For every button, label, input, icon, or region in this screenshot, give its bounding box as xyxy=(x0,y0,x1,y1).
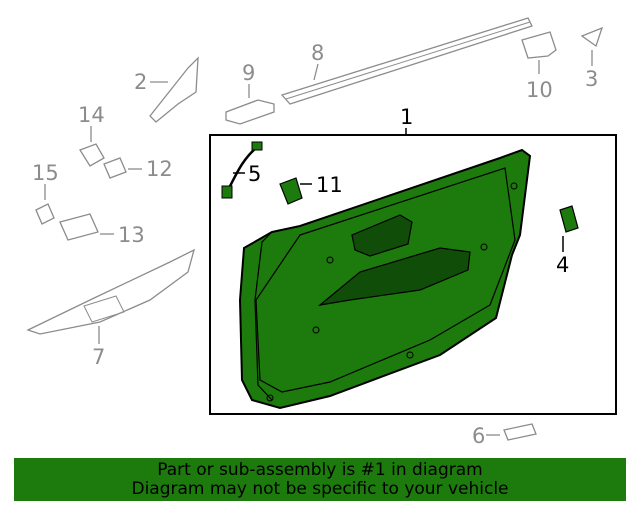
door-trim-panel[interactable] xyxy=(238,148,532,410)
callout-6: 6 xyxy=(472,424,486,448)
callout-1: 1 xyxy=(400,105,414,129)
callout-2: 2 xyxy=(134,70,148,94)
weatherstrip-part-8[interactable] xyxy=(280,17,533,105)
clip-part-6[interactable] xyxy=(503,423,537,441)
callout-15: 15 xyxy=(32,161,59,185)
assembly-frame xyxy=(209,134,617,415)
callout-10: 10 xyxy=(526,78,553,102)
switch-part-14[interactable] xyxy=(79,143,105,167)
switch-part-11[interactable] xyxy=(279,177,303,205)
callout-9: 9 xyxy=(242,61,256,85)
callout-3: 3 xyxy=(585,67,599,91)
callout-8: 8 xyxy=(311,41,325,65)
wire-harness-part-5[interactable] xyxy=(221,141,263,199)
callout-11: 11 xyxy=(316,173,343,197)
garnish-part-2[interactable] xyxy=(149,56,199,123)
cap-part-3[interactable] xyxy=(580,26,604,48)
info-banner: Part or sub-assembly is #1 in diagram Di… xyxy=(14,458,626,501)
banner-line-1: Part or sub-assembly is #1 in diagram xyxy=(157,460,483,480)
callout-13: 13 xyxy=(118,223,145,247)
clip-part-9[interactable] xyxy=(225,99,275,125)
callout-8-leader xyxy=(313,63,319,81)
callout-4: 4 xyxy=(556,253,570,277)
bracket-part-10[interactable] xyxy=(521,31,557,59)
banner-line-2: Diagram may not be specific to your vehi… xyxy=(131,479,509,499)
callout-12: 12 xyxy=(146,157,173,181)
callout-5: 5 xyxy=(248,162,262,186)
armrest-base-part-7[interactable] xyxy=(26,248,196,335)
connector-part-4[interactable] xyxy=(559,205,579,233)
switch-part-13[interactable] xyxy=(59,213,99,241)
callout-14: 14 xyxy=(78,103,105,127)
switch-part-12[interactable] xyxy=(103,157,127,179)
callout-7: 7 xyxy=(92,345,106,369)
connector-part-15[interactable] xyxy=(35,203,55,225)
